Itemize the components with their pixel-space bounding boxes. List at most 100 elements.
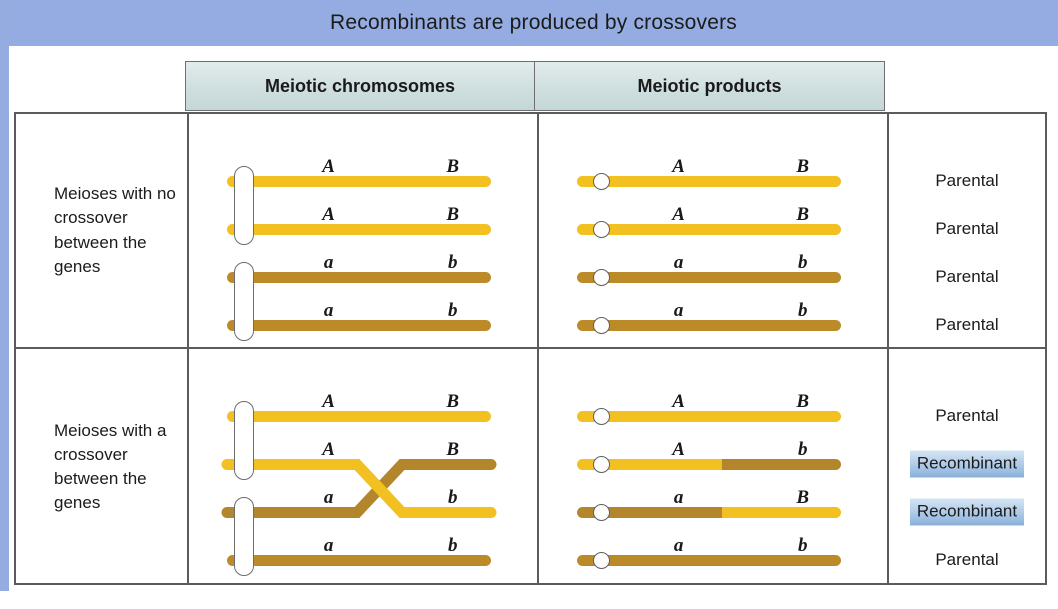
table-row-no-crossover: Meioses with no crossover between the ge… (16, 114, 1045, 349)
outcome-label-parental: Parental (935, 315, 999, 334)
allele-label-left: a (673, 487, 684, 508)
outcome-label-parental: Parental (935, 550, 999, 569)
allele-label-right: b (797, 252, 808, 273)
column-header-label: Meiotic chromosomes (264, 75, 456, 96)
chromatid-bar (577, 507, 841, 518)
column-header-label: Meiotic products (637, 75, 782, 96)
allele-label-left: a (673, 535, 684, 556)
allele-label-right: B (796, 391, 810, 412)
status-badge-recombinant: Recombinant (887, 498, 1047, 526)
centromere-icon (593, 221, 610, 238)
centromere-icon (593, 408, 610, 425)
outcome-label-parental: Parental (935, 171, 999, 190)
chromatid-bar (577, 320, 841, 331)
centromere-icon (593, 269, 610, 286)
chromatid-bar (577, 272, 841, 283)
outcome-label-parental: Parental (935, 219, 999, 238)
allele-label-right: b (447, 535, 458, 556)
chromatid-bar (227, 320, 491, 331)
allele-label-left: A (672, 204, 685, 225)
centromere-icon (593, 552, 610, 569)
chromatid-bar (227, 224, 491, 235)
page-title: Recombinants are produced by crossovers (330, 11, 737, 34)
centromere-icon (234, 262, 254, 341)
status-badge-label: Recombinant (909, 498, 1025, 526)
centromere-icon (593, 456, 610, 473)
chromatid-bar (577, 224, 841, 235)
allele-label-left: a (323, 487, 334, 508)
chromatid-bar (577, 459, 841, 470)
centromere-icon (593, 504, 610, 521)
centromere-icon (234, 166, 254, 245)
chromatid-bar (577, 411, 841, 422)
column-header-meiotic-products: Meiotic products (535, 61, 885, 111)
row-description-cell: Meioses with a crossover between the gen… (16, 349, 187, 585)
allele-label-left: a (673, 300, 684, 321)
centromere-icon (593, 173, 610, 190)
status-badge-recombinant: Recombinant (887, 450, 1047, 478)
chromatid-bar (227, 272, 491, 283)
allele-label-right: B (446, 391, 460, 412)
centromere-icon (593, 317, 610, 334)
row-description-cell: Meioses with no crossover between the ge… (16, 114, 187, 347)
allele-label-right: b (447, 252, 458, 273)
allele-label-right: b (797, 535, 808, 556)
allele-label-right: B (796, 204, 810, 225)
outcome-label-parental: Parental (935, 406, 999, 425)
allele-label-right: B (796, 487, 810, 508)
allele-label-left: a (673, 252, 684, 273)
status-badge-label: Recombinant (909, 450, 1025, 478)
chromatid-bar (227, 411, 491, 422)
crossover-strand-yellow (221, 459, 497, 518)
diagram-table: Meioses with no crossover between the ge… (14, 112, 1047, 585)
allele-label-right: b (447, 300, 458, 321)
left-accent-strip (0, 0, 9, 591)
allele-label-left: A (322, 391, 335, 412)
outcome-label-parental: Parental (935, 267, 999, 286)
allele-label-right: B (446, 439, 460, 460)
allele-label-right: b (447, 487, 458, 508)
chromatid-bar (577, 176, 841, 187)
allele-label-left: a (323, 252, 334, 273)
crossover-icon (221, 459, 497, 518)
row-description-text: Meioses with a crossover between the gen… (54, 420, 167, 513)
allele-label-left: A (322, 439, 335, 460)
table-row-with-crossover: Meioses with a crossover between the gen… (16, 349, 1045, 585)
column-header-meiotic-chromosomes: Meiotic chromosomes (185, 61, 535, 111)
allele-label-left: A (672, 439, 685, 460)
allele-label-right: B (796, 156, 810, 177)
centromere-icon (234, 401, 254, 480)
allele-label-left: a (323, 535, 334, 556)
allele-label-right: B (446, 204, 460, 225)
allele-label-left: A (322, 204, 335, 225)
figure-title-banner: Recombinants are produced by crossovers (9, 0, 1058, 46)
allele-label-left: a (323, 300, 334, 321)
allele-label-left: A (322, 156, 335, 177)
allele-label-left: A (672, 156, 685, 177)
chromatid-bar (227, 176, 491, 187)
chromatid-bar (227, 555, 491, 566)
centromere-icon (234, 497, 254, 576)
allele-label-left: A (672, 391, 685, 412)
